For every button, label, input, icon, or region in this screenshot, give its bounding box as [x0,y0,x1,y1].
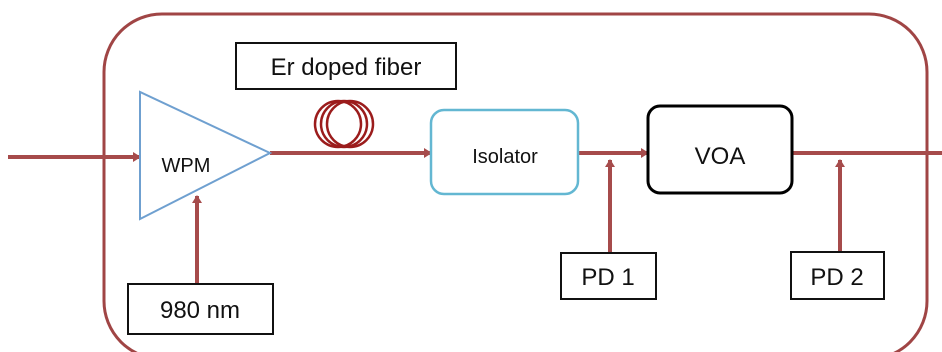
isolator-label: Isolator [472,146,538,168]
fiber-label: Er doped fiber [271,54,422,81]
pump-label: 980 nm [160,297,240,324]
wpm-label: WPM [162,155,211,177]
pump-source-box [127,283,274,335]
isolator-box [429,108,580,196]
fiber-label-box [235,42,457,90]
voa-box [646,104,794,195]
voa-label: VOA [695,143,746,170]
pd2-label: PD 2 [810,264,863,291]
enclosure-frame [102,12,929,352]
pd1-label: PD 1 [581,264,634,291]
fiber-coil-icon [313,99,375,149]
wpm-amplifier [139,90,273,221]
pd1-box [560,252,657,300]
pd2-box [790,251,885,300]
